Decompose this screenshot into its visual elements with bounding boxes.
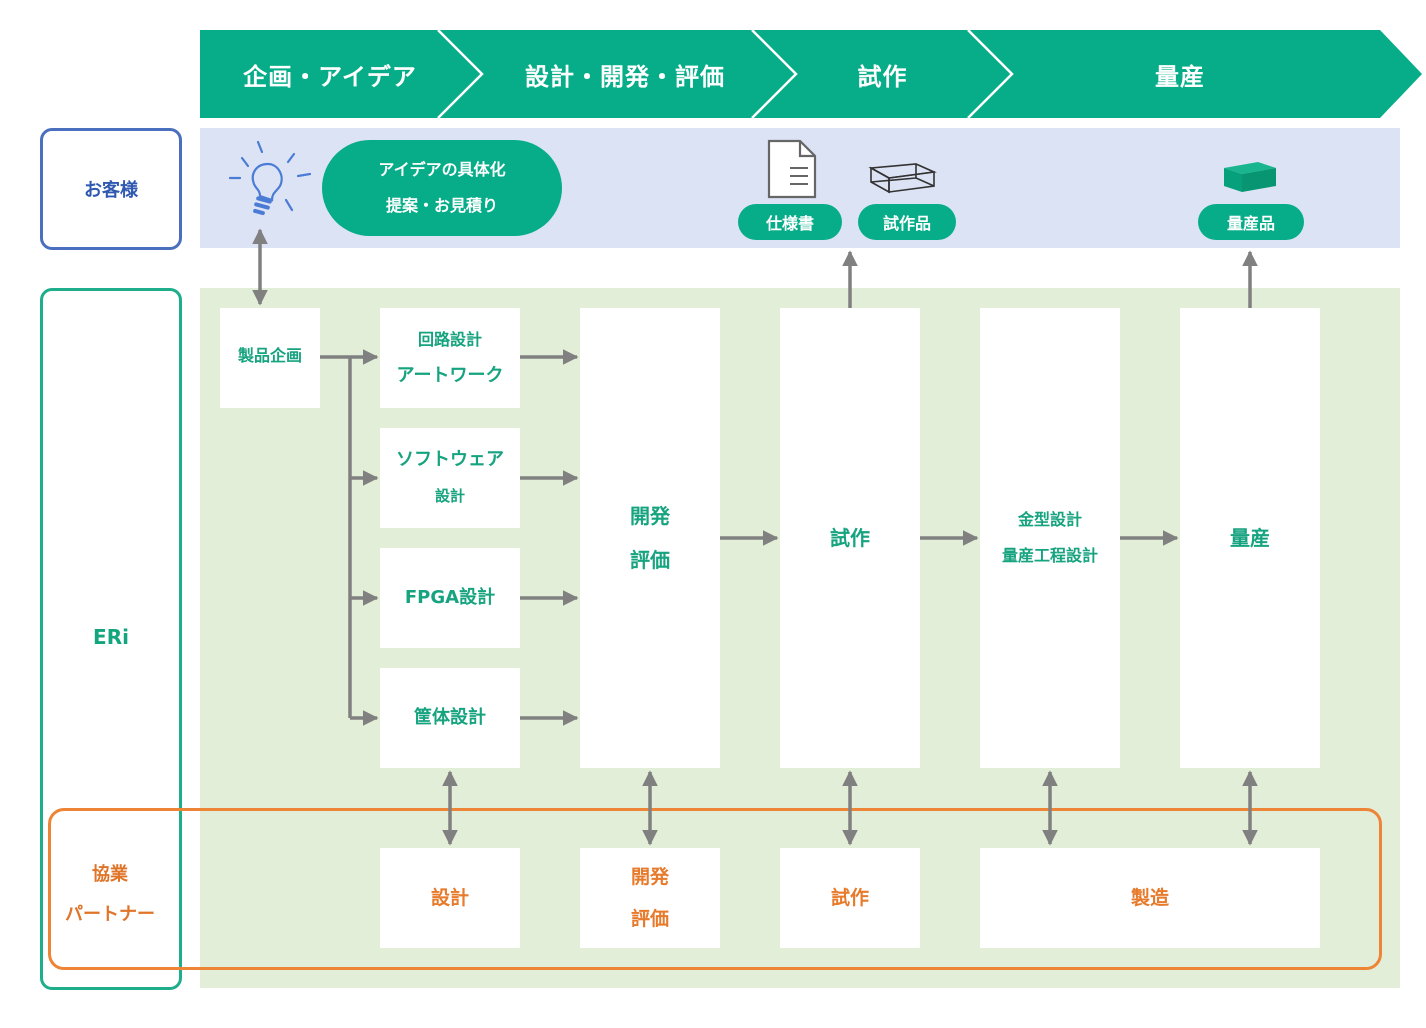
fpga-design-box: FPGA設計: [380, 548, 520, 648]
solid-box-icon: [1224, 162, 1276, 192]
partner-prototype-label: 試作: [830, 887, 869, 909]
phase-planning-label: 企画・アイデア: [243, 62, 417, 91]
partner-design-box: 設計: [380, 848, 520, 948]
circuit-design-box: 回路設計 アートワーク: [380, 308, 520, 408]
phase-design-label: 設計・開発・評価: [525, 62, 725, 91]
phase-chevron-band: [200, 30, 1422, 118]
product-planning-label: 製品企画: [237, 346, 302, 365]
software-design-box: ソフトウェア 設計: [380, 428, 520, 528]
partner-development-line-1: 開発: [630, 866, 669, 888]
idea-line-1: アイデアの具体化: [378, 160, 506, 179]
customer-row-label: お客様: [40, 128, 182, 250]
spec-doc-pill: 仕様書: [738, 204, 842, 240]
prototype-box: 試作: [780, 308, 920, 768]
partner-row-label: 協業 パートナー: [52, 850, 168, 940]
software-design-line-1: ソフトウェア: [396, 449, 504, 470]
mold-process-design-box: 金型設計 量産工程設計: [980, 308, 1120, 768]
development-evaluation-box: 開発 評価: [580, 308, 720, 768]
mass-product-pill: 量産品: [1198, 204, 1304, 240]
partner-manufacturing-label: 製造: [1130, 887, 1169, 909]
partner-label-line-2: パートナー: [65, 904, 155, 925]
partner-prototype-box: 試作: [780, 848, 920, 948]
development-evaluation-line-1: 開発: [630, 504, 670, 528]
phase-prototype-label: 試作: [857, 62, 908, 91]
wireframe-box-icon: [868, 163, 937, 194]
software-design-line-2: 設計: [434, 487, 465, 505]
enclosure-design-label: 筐体設計: [414, 707, 486, 728]
idea-proposal-pill: アイデアの具体化 提案・お見積り: [322, 140, 562, 236]
mass-production-label: 量産: [1230, 526, 1270, 550]
mass-production-box: 量産: [1180, 308, 1320, 768]
eri-row-frame: [40, 288, 182, 990]
mold-design-line-2: 量産工程設計: [1001, 546, 1098, 565]
mold-design-line-1: 金型設計: [1017, 510, 1082, 529]
partner-manufacturing-box: 製造: [980, 848, 1320, 948]
product-planning-box: 製品企画: [220, 308, 320, 408]
enclosure-design-box: 筐体設計: [380, 668, 520, 768]
partner-design-label: 設計: [430, 887, 469, 909]
phase-mass-production-label: 量産: [1155, 62, 1205, 91]
circuit-design-line-2: アートワーク: [396, 365, 504, 386]
partner-development-line-2: 評価: [630, 908, 669, 930]
eri-row-label: ERi: [93, 625, 129, 649]
fpga-design-label: FPGA設計: [404, 587, 496, 608]
document-icon: [767, 139, 817, 199]
circuit-design-line-1: 回路設計: [417, 330, 482, 349]
idea-line-2: 提案・お見積り: [385, 196, 498, 215]
prototype-label: 試作: [830, 526, 870, 550]
lightbulb-icon: [228, 140, 312, 216]
prototype-item-pill: 試作品: [858, 204, 956, 240]
partner-development-box: 開発 評価: [580, 848, 720, 948]
partner-frame: [48, 808, 1382, 970]
partner-label-line-1: 協業: [92, 864, 128, 885]
development-evaluation-line-2: 評価: [630, 548, 670, 572]
